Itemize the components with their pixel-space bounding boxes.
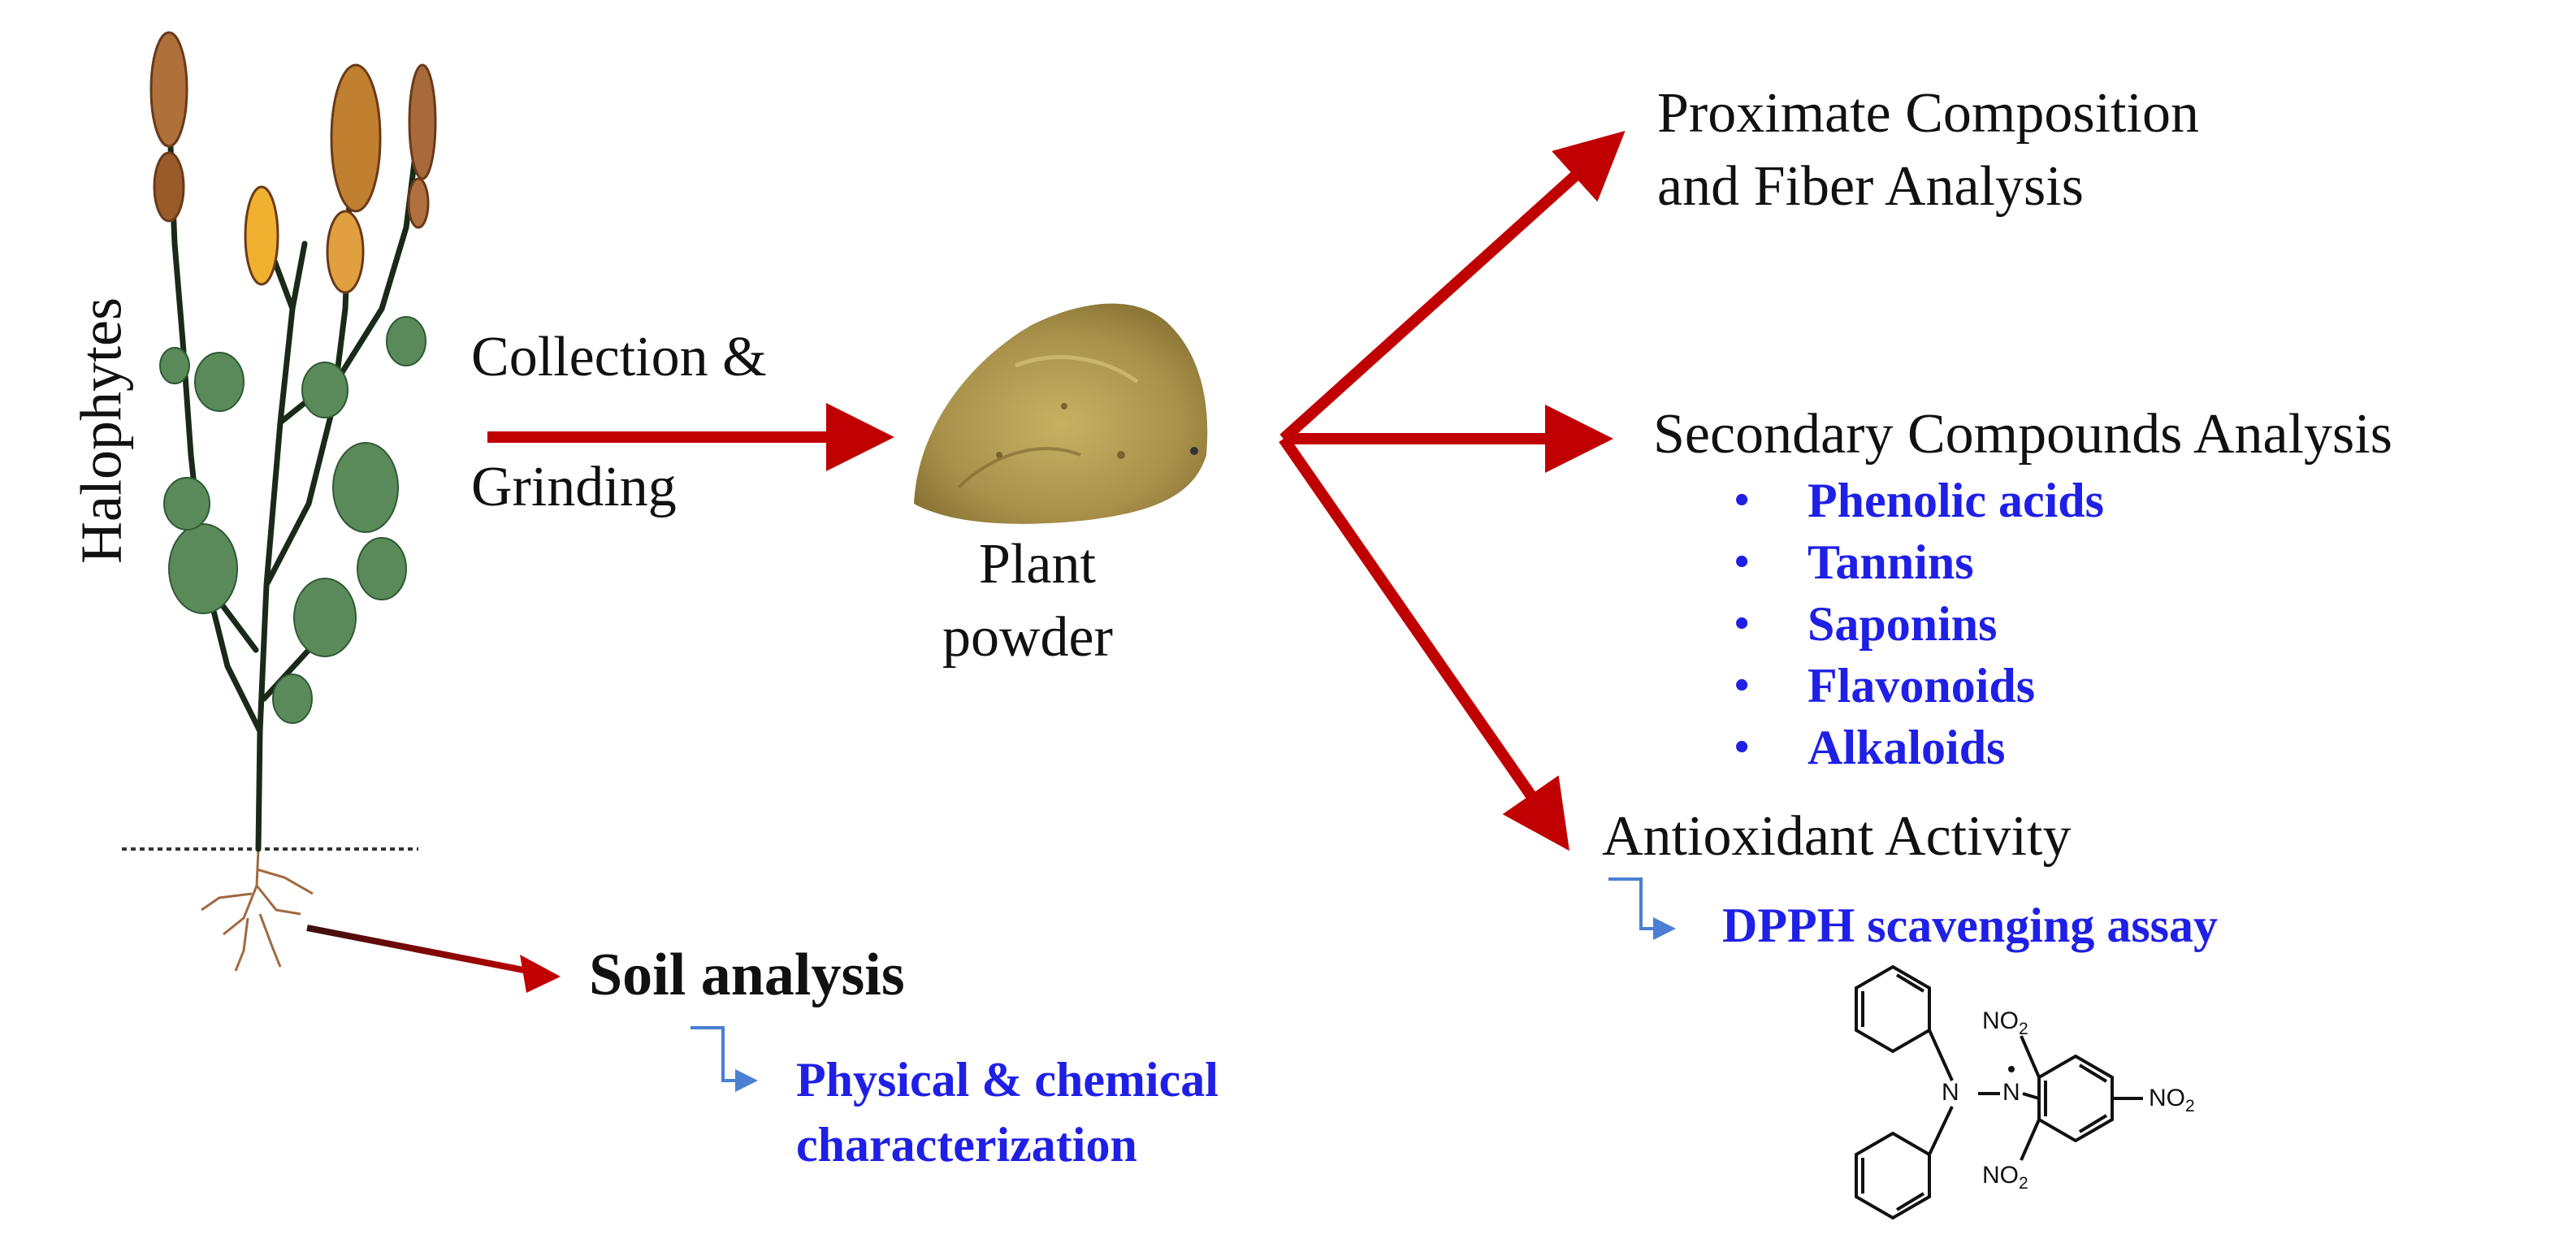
arrow-to-antioxidant [1279, 435, 1569, 851]
soil-analysis-label: Soil analysis [589, 942, 905, 1008]
plant-powder-label-line1: Plant [979, 533, 1096, 596]
soil-detail-connector [691, 1026, 758, 1092]
dpph-nitro-top: NO2 [1982, 1007, 2028, 1038]
plant-powder-label-line2: powder [942, 606, 1113, 669]
arrow-to-soil [306, 925, 541, 977]
dpph-nitro-bottom: NO2 [1982, 1162, 2028, 1193]
secondary-compounds-label: Secondary Compounds Analysis [1653, 403, 2392, 466]
list-item: •Phenolic acids [1734, 470, 2104, 531]
flow-arrows [487, 130, 1626, 851]
list-item: •Tannins [1734, 531, 2104, 593]
bullet-icon: • [1734, 724, 1750, 770]
halophyte-plant-illustration [122, 31, 437, 972]
arrow-to-soil-head [520, 955, 561, 993]
arrow-to-proximate [1279, 130, 1626, 444]
soil-detail-line2: characterization [796, 1118, 1137, 1172]
proximate-label-line2: and Fiber Analysis [1657, 155, 2084, 218]
list-item: •Saponins [1734, 593, 2104, 655]
dpph-atom-n1: N [1942, 1079, 1959, 1106]
collection-label-line2: Grinding [471, 456, 677, 518]
bullet-icon: • [1734, 662, 1750, 708]
list-item: •Flavonoids [1734, 655, 2104, 717]
bullet-icon: • [1734, 477, 1750, 523]
dpph-atom-n2: N [2002, 1079, 2020, 1106]
upper-phenyl-ring [1855, 964, 1931, 1054]
lower-phenyl-ring [1855, 1131, 1931, 1220]
assay-connector [1608, 877, 1676, 940]
plant-powder-image [914, 303, 1208, 524]
secondary-compounds-list: •Phenolic acids •Tannins •Saponins •Flav… [1734, 470, 2104, 778]
radical-dot [2008, 1066, 2015, 1072]
bullet-icon: • [1734, 600, 1750, 647]
dpph-structure [1855, 964, 2143, 1220]
proximate-label-line1: Proximate Composition [1657, 82, 2199, 145]
list-item: •Alkaloids [1734, 717, 2104, 778]
collection-label-line1: Collection & [471, 326, 767, 388]
antioxidant-label: Antioxidant Activity [1602, 805, 2072, 868]
halophytes-label: Halophytes [68, 297, 134, 564]
flower-spikes [149, 31, 437, 294]
roots [201, 848, 314, 972]
foliage [159, 316, 426, 724]
soil-detail-line1: Physical & chemical [796, 1053, 1219, 1107]
bullet-icon: • [1734, 539, 1750, 585]
dpph-nitro-right: NO2 [2149, 1085, 2195, 1116]
dpph-assay-label: DPPH scavenging assay [1722, 899, 2219, 952]
picryl-ring [2037, 1054, 2114, 1143]
